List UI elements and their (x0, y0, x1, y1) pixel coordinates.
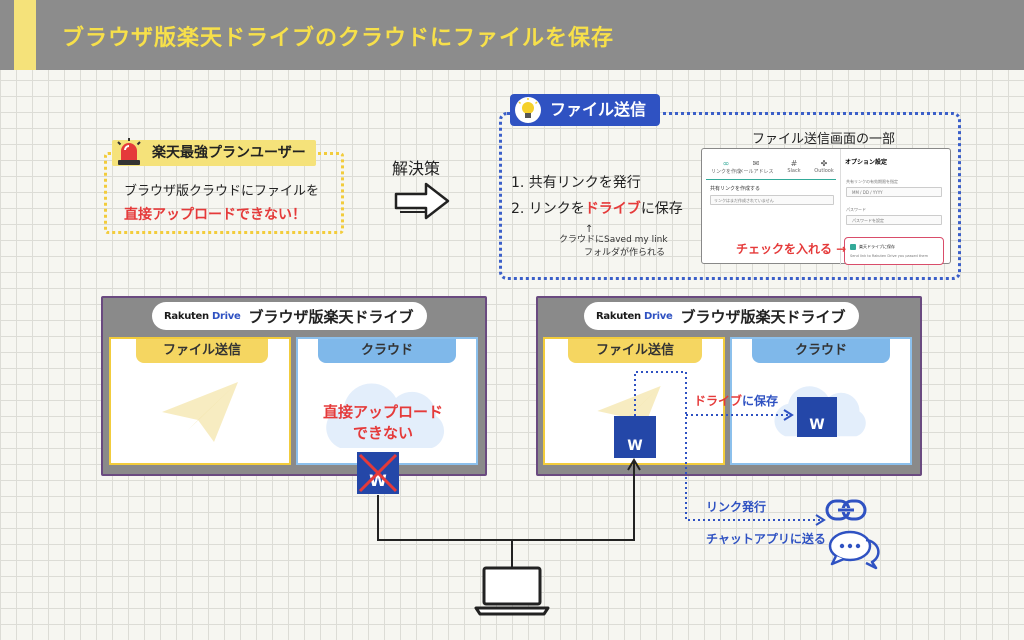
logo-prefix: Rakuten (596, 310, 644, 322)
right-tab-cloud: クラウド (752, 339, 890, 363)
mock-password-label: パスワード (846, 207, 866, 212)
siren-icon (117, 138, 141, 165)
save-suffix: に保存 (742, 394, 779, 408)
logo-suffix: Drive (211, 310, 241, 322)
mock-link-label: 共有リンクを作成する (710, 186, 761, 192)
mock-divider (840, 149, 841, 265)
step-1: 1. 共有リンクを発行 (511, 175, 641, 191)
mock-tab-outlook: ✤Outlook (814, 159, 834, 174)
step-2-prefix: 2. リンクを (511, 201, 585, 217)
paper-plane-icon (162, 382, 238, 442)
mock-tab-underline (706, 179, 836, 180)
mock-checkbox-highlight: 楽天ドライブに保存 Send link to Rakuten Drive you… (844, 237, 944, 265)
solution-label: 解決策 (392, 159, 441, 178)
cross-icon (358, 453, 398, 493)
step-2: 2. リンクをドライブに保存 (511, 198, 683, 218)
mock-tab-mail-label: メールアドレス (738, 169, 774, 175)
save-to-drive-text: ドライブに保存 (694, 392, 778, 409)
rakuten-drive-logo: Rakuten Drive (596, 310, 673, 322)
up-arrow: ↑ (585, 224, 594, 235)
logo-suffix: Drive (643, 310, 673, 322)
header-bar (0, 0, 1024, 70)
problem-highlight: 直接アップロードできない！ (124, 207, 306, 223)
mock-tab-slack: #Slack (787, 159, 801, 174)
mock-checkbox-label: 楽天ドライブに保存 (859, 244, 895, 249)
chat-send-text: チャットアプリに送る (706, 532, 826, 546)
logo-prefix: Rakuten (164, 310, 212, 322)
header-accent (14, 0, 36, 70)
cloud-icon (326, 383, 445, 448)
mock-link-placeholder: リンクはまだ作成されていません (714, 198, 774, 203)
left-tab-cloud: クラウド (318, 339, 456, 363)
send-screen-mock: ∞リンクを作成 ✉メールアドレス #Slack ✤Outlook 共有リンクを作… (701, 148, 951, 265)
cannot-upload-text: 直接アップロード できない (323, 402, 443, 444)
screen-title: ファイル送信画面の一部 (752, 132, 896, 147)
mock-password-placeholder: パスワードを設定 (852, 218, 884, 223)
check-label: チェックを入れる → (736, 242, 847, 256)
mock-expiry-placeholder: MM / DD / YYYY (852, 190, 883, 195)
page-title: ブラウザ版楽天ドライブのクラウドにファイルを保存 (62, 26, 615, 51)
mock-tab-slack-label: Slack (787, 168, 801, 174)
mock-options-title: オプション設定 (845, 159, 888, 166)
problem-text: ブラウザ版クラウドにファイルを (124, 184, 320, 199)
bulb-icon (515, 97, 541, 123)
step-2-suffix: に保存 (640, 201, 683, 217)
mock-password-input (846, 215, 942, 225)
arrow-right-icon (394, 182, 450, 220)
laptop-icon (474, 566, 550, 616)
right-panel-header: Rakuten Drive ブラウザ版楽天ドライブ (584, 302, 860, 330)
cannot-line-2: できない (353, 424, 414, 442)
right-panel-title: ブラウザ版楽天ドライブ (680, 307, 846, 326)
save-prefix: ドライブ (694, 394, 743, 408)
link-issue-text: リンク発行 (706, 500, 767, 514)
left-tab-send: ファイル送信 (136, 339, 268, 363)
left-panel-header: Rakuten Drive ブラウザ版楽天ドライブ (152, 302, 428, 330)
mock-tab-outlook-label: Outlook (814, 168, 834, 174)
word-file-icon: W (797, 397, 837, 437)
mock-tab-mail: ✉メールアドレス (738, 159, 774, 175)
mock-expiry-label: 共有リンクの有効期限を指定 (846, 179, 898, 184)
solution-box (499, 112, 961, 280)
right-tab-send: ファイル送信 (568, 339, 702, 363)
mock-link-input (710, 195, 834, 205)
word-letter: W (627, 438, 643, 454)
word-letter: W (809, 417, 825, 433)
problem-tag: 楽天最強プランユーザー (112, 140, 316, 166)
note-line-1: クラウドにSaved my link (559, 235, 668, 245)
word-file-icon: W (614, 416, 656, 458)
step-2-highlight: ドライブ (584, 201, 641, 217)
mock-expiry-input (846, 187, 942, 197)
note-line-2: フォルダが作られる (584, 248, 666, 258)
mock-checkbox-sub: Send link to Rakuten Drive you passed th… (850, 254, 928, 258)
rakuten-drive-logo: Rakuten Drive (164, 310, 241, 322)
mock-tab-link-label: リンクを作成 (710, 169, 741, 175)
mock-checkbox (850, 244, 856, 250)
left-panel-title: ブラウザ版楽天ドライブ (248, 307, 414, 326)
chat-icon (828, 530, 880, 570)
mock-tab-link: ∞リンクを作成 (710, 159, 741, 175)
link-icon (825, 499, 867, 521)
cannot-line-1: 直接アップロード (323, 403, 444, 421)
